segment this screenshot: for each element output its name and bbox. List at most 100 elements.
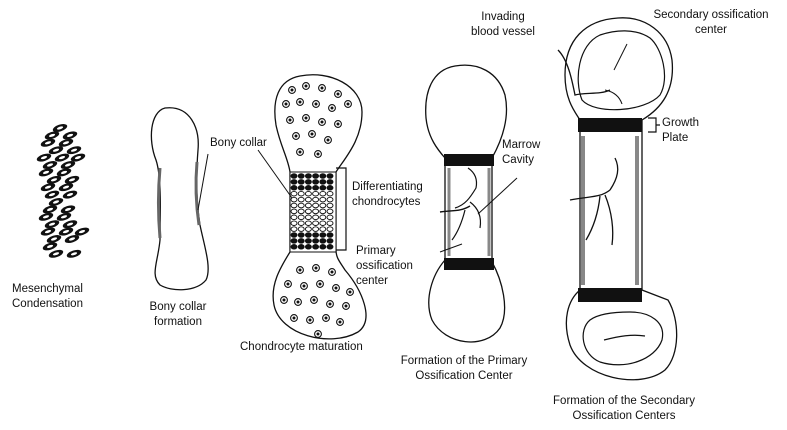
hypertrophic-cell	[291, 186, 297, 191]
hypertrophic-cell	[298, 186, 304, 191]
chondrocyte-nucleus	[349, 291, 352, 294]
hypertrophic-cell	[327, 186, 333, 191]
label-line: Condensation	[12, 297, 83, 312]
hypertrophic-cell	[313, 174, 319, 179]
label-line: chondrocytes	[352, 195, 423, 210]
chondrocyte-nucleus	[299, 269, 302, 272]
hypertrophic-cell	[291, 221, 297, 226]
chondrocyte-nucleus	[319, 283, 322, 286]
hypertrophic-cell	[305, 203, 311, 208]
hypertrophic-cell	[291, 215, 297, 220]
chondrocyte-nucleus	[303, 285, 306, 288]
secondary-ossification-bone	[558, 18, 677, 380]
chondrocyte-nucleus	[321, 87, 324, 90]
chondrocyte-bone	[258, 75, 366, 339]
hypertrophic-cell	[313, 203, 319, 208]
label-primary-ossification-center-formation: Formation of the Primary Ossification Ce…	[394, 354, 534, 384]
hypertrophic-cell	[305, 233, 311, 238]
hypertrophic-cell	[291, 227, 297, 232]
label-line: Plate	[662, 131, 699, 146]
label-line: Differentiating	[352, 180, 423, 195]
chondrocyte-nucleus	[337, 93, 340, 96]
label-line: Ossification Centers	[548, 409, 700, 424]
label-secondary-ossification-center-formation: Formation of the Secondary Ossification …	[548, 394, 700, 424]
label-line: ossification	[356, 259, 413, 274]
hypertrophic-cell	[298, 191, 304, 196]
chondrocyte-nucleus	[347, 103, 350, 106]
hypertrophic-cell	[320, 191, 326, 196]
hypertrophic-cell	[298, 197, 304, 202]
chondrocyte-nucleus	[325, 317, 328, 320]
label-line: center	[356, 274, 413, 289]
hypertrophic-cell	[298, 180, 304, 185]
chondrocyte-nucleus	[315, 103, 318, 106]
hypertrophic-cell	[291, 180, 297, 185]
chondrocyte-nucleus	[285, 103, 288, 106]
hypertrophic-cell	[305, 221, 311, 226]
chondrocyte-nucleus	[345, 305, 348, 308]
hypertrophic-cell	[298, 221, 304, 226]
chondrocyte-nucleus	[331, 107, 334, 110]
hypertrophic-cell	[298, 215, 304, 220]
label-line: Mesenchymal	[12, 282, 83, 297]
hypertrophic-cell	[305, 197, 311, 202]
hypertrophic-cell	[291, 191, 297, 196]
hypertrophic-cell	[305, 209, 311, 214]
hypertrophic-cell	[327, 191, 333, 196]
hypertrophic-cell	[313, 215, 319, 220]
hypertrophic-cell	[327, 221, 333, 226]
chondrocyte-nucleus	[305, 117, 308, 120]
label-line: Ossification Center	[394, 369, 534, 384]
hypertrophic-cell	[320, 186, 326, 191]
hypertrophic-cell	[291, 203, 297, 208]
hypertrophic-cell	[305, 186, 311, 191]
hypertrophic-cell	[313, 233, 319, 238]
label-line: Chondrocyte maturation	[240, 340, 363, 355]
hypertrophic-cell	[320, 227, 326, 232]
chondrocyte-nucleus	[291, 89, 294, 92]
chondrocyte-nucleus	[313, 299, 316, 302]
hypertrophic-cell	[298, 203, 304, 208]
annotation-growth-plate: Growth Plate	[662, 116, 699, 146]
label-line: Growth	[662, 116, 699, 131]
hypertrophic-cell	[291, 174, 297, 179]
hypertrophic-cell	[320, 245, 326, 250]
hypertrophic-cell	[320, 197, 326, 202]
label-line: blood vessel	[458, 25, 548, 40]
label-mesenchymal-condensation: Mesenchymal Condensation	[12, 282, 83, 312]
annotation-invading-blood-vessel: Invading blood vessel	[458, 10, 548, 40]
hypertrophic-cell	[305, 180, 311, 185]
chondrocyte-nucleus	[295, 135, 298, 138]
mesenchymal-cells	[36, 122, 90, 259]
chondrocyte-nucleus	[309, 319, 312, 322]
hypertrophic-cell	[313, 227, 319, 232]
hypertrophic-cell	[327, 227, 333, 232]
label-line: Formation of the Secondary	[548, 394, 700, 409]
hypertrophic-cell	[313, 186, 319, 191]
hypertrophic-cell	[327, 197, 333, 202]
hypertrophic-cell	[313, 180, 319, 185]
chondrocyte-nucleus	[283, 299, 286, 302]
hypertrophic-cell	[327, 180, 333, 185]
hypertrophic-cell	[305, 191, 311, 196]
chondrocyte-nucleus	[293, 317, 296, 320]
hypertrophic-cell	[320, 203, 326, 208]
label-line: Formation of the Primary	[394, 354, 534, 369]
hypertrophic-cell	[313, 239, 319, 244]
hypertrophic-cell	[320, 215, 326, 220]
hypertrophic-cell	[320, 221, 326, 226]
label-line: Secondary ossification	[648, 8, 774, 23]
chondrocyte-nucleus	[339, 321, 342, 324]
chondrocyte-nucleus	[337, 123, 340, 126]
label-line: Bony collar	[138, 300, 218, 315]
hypertrophic-cell	[327, 209, 333, 214]
annotation-differentiating-chondrocytes: Differentiating chondrocytes	[352, 180, 423, 210]
label-bony-collar-formation: Bony collar formation	[138, 300, 218, 330]
annotation-marrow-cavity: Marrow Cavity	[502, 138, 540, 168]
hypertrophic-cell	[327, 245, 333, 250]
label-line: center	[648, 23, 774, 38]
hypertrophic-cell	[298, 233, 304, 238]
hypertrophic-cell	[305, 215, 311, 220]
hypertrophic-cell	[327, 174, 333, 179]
